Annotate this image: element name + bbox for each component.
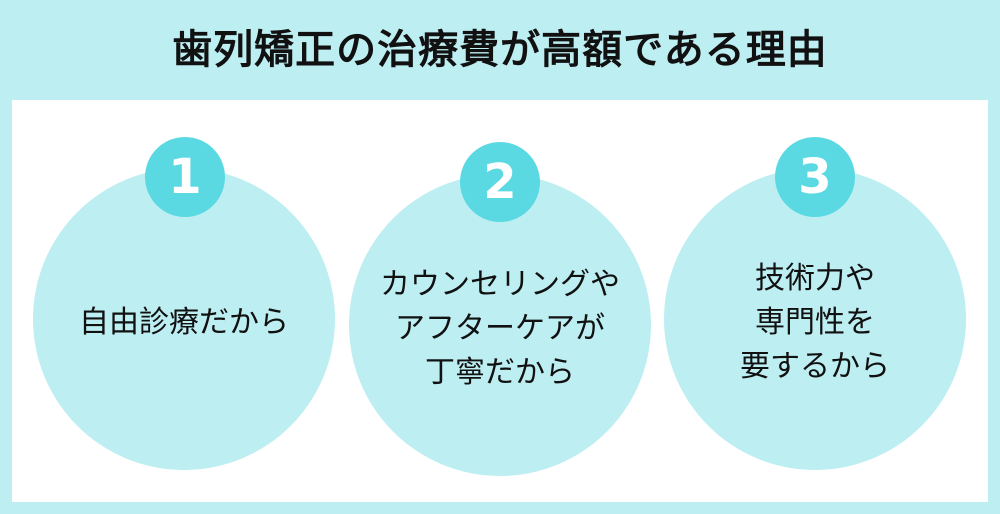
reason-circle-3: 技術力や 専門性を 要するから: [664, 168, 966, 470]
reason-circle-1: 自由診療だから: [33, 168, 335, 470]
number-badge-3: 3: [775, 137, 855, 217]
reason-text-1: 自由診療だから: [79, 305, 289, 340]
reason-text-2: カウンセリングや アフターケアが 丁寧だから: [380, 267, 620, 390]
reason-text-3: 技術力や 専門性を 要するから: [740, 261, 890, 384]
reason-number-2: 2: [483, 154, 517, 210]
reason-circle-2: カウンセリングや アフターケアが 丁寧だから: [349, 174, 651, 476]
reason-number-1: 1: [168, 149, 202, 205]
reason-number-3: 3: [798, 149, 832, 205]
number-badge-2: 2: [460, 142, 540, 222]
page-title: 歯列矯正の治療費が高額である理由: [172, 27, 828, 73]
number-badge-1: 1: [145, 137, 225, 217]
